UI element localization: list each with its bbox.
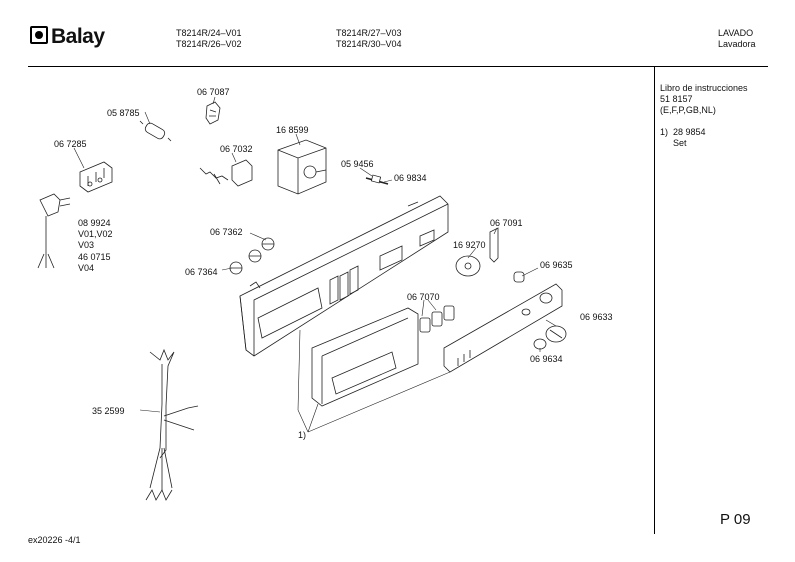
manual-title: Libro de instrucciones xyxy=(660,83,748,93)
model-code: T8214R/30–V04 xyxy=(336,39,402,49)
manual-languages: (E,F,P,GB,NL) xyxy=(660,105,716,115)
brand-logo: Balay xyxy=(30,25,105,49)
part-label: 06 9634 xyxy=(530,354,563,364)
brand-name: Balay xyxy=(51,25,105,48)
part-label: 46 0715 xyxy=(78,252,111,262)
model-code: T8214R/27–V03 xyxy=(336,28,402,38)
model-code: T8214R/26–V02 xyxy=(176,39,242,49)
side-divider xyxy=(654,66,655,534)
part-label: 35 2599 xyxy=(92,406,125,416)
control-panel-housing xyxy=(239,195,449,357)
part-label: 08 9924 xyxy=(78,218,111,228)
note-ref: 1) xyxy=(660,127,669,137)
model-code: T8214R/24–V01 xyxy=(176,28,242,38)
page-number: P 09 xyxy=(720,511,751,528)
brand-mark-icon xyxy=(30,26,48,44)
detergent-drawer-part xyxy=(311,307,419,407)
category-sublabel: Lavadora xyxy=(718,39,756,49)
leader-lines xyxy=(73,96,557,433)
variant-label: V03 xyxy=(78,240,95,250)
selector-switch-part xyxy=(229,237,275,275)
part-label: 16 8599 xyxy=(276,125,309,135)
footer-code: ex20226 -4/1 xyxy=(28,535,81,545)
part-label: 06 7285 xyxy=(54,139,87,149)
variant-label: V01,V02 xyxy=(78,229,113,239)
part-label: 06 9635 xyxy=(540,260,573,270)
clip-part xyxy=(205,101,221,125)
part-label: 06 9834 xyxy=(394,173,427,183)
header-divider xyxy=(28,66,768,67)
note-number: 28 9854 xyxy=(673,127,706,137)
holder-bracket-part xyxy=(489,227,499,263)
part-label: 06 7364 xyxy=(185,267,218,277)
capacitor-part xyxy=(139,120,172,142)
category-label: LAVADO xyxy=(718,28,754,38)
variant-label: V04 xyxy=(78,263,95,273)
switch-part xyxy=(199,159,253,187)
set-callout: 1) xyxy=(298,430,307,440)
part-label: 06 7070 xyxy=(407,292,440,302)
wiring-harness-part xyxy=(145,348,199,501)
part-label: 06 7362 xyxy=(210,227,243,237)
part-label: 16 9270 xyxy=(453,240,486,250)
part-label: 06 7087 xyxy=(197,87,230,97)
door-lock-part xyxy=(79,161,113,193)
lamp-rod-part xyxy=(365,174,389,185)
note-text: Set xyxy=(673,138,687,148)
cable-connector-part xyxy=(37,193,71,269)
manual-number: 51 8157 xyxy=(660,94,693,104)
part-label: 06 7032 xyxy=(220,144,253,154)
push-buttons-part xyxy=(419,305,455,333)
selector-knob-part xyxy=(533,325,567,350)
part-label: 05 8785 xyxy=(107,108,140,118)
part-label: 06 9633 xyxy=(580,312,613,322)
potentiometer-part xyxy=(455,255,481,277)
fascia-panel-part xyxy=(443,283,563,373)
programmer-timer-part xyxy=(277,139,327,195)
knob-cap-part xyxy=(513,271,525,283)
part-label: 06 7091 xyxy=(490,218,523,228)
part-label: 05 9456 xyxy=(341,159,374,169)
